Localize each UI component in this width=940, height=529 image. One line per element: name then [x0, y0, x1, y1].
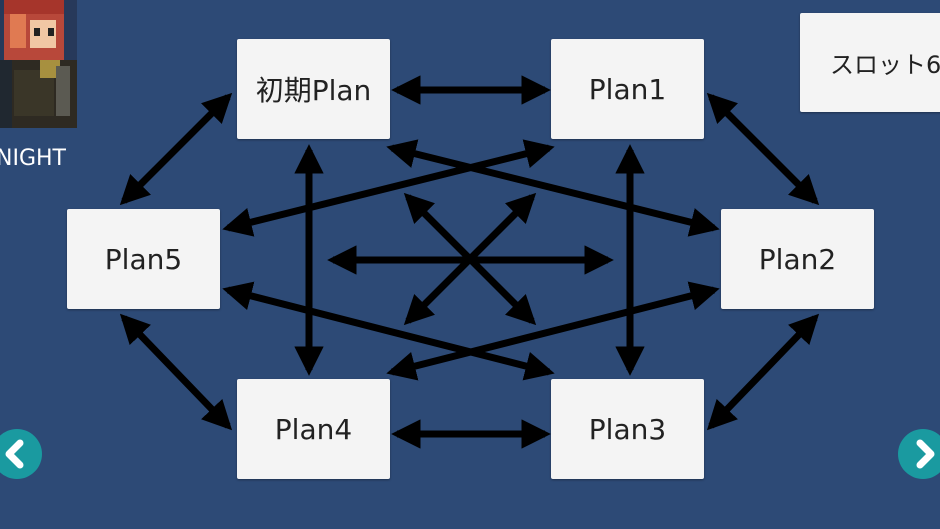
plan-node-plan3[interactable]: Plan3 [551, 379, 704, 479]
plan-node-plan4[interactable]: Plan4 [237, 379, 390, 479]
arrow-initial-plan5 [119, 92, 233, 206]
character-name: NIGHT [0, 146, 66, 171]
chevron-left-icon [5, 439, 24, 469]
arrow-plan1-plan5 [222, 139, 555, 237]
plan-node-plan5[interactable]: Plan5 [67, 209, 220, 309]
prev-button[interactable] [0, 429, 42, 479]
arrow-plan5-plan3 [222, 281, 555, 381]
arrow-plan5-plan4 [119, 313, 233, 431]
arrow-plan2-plan3 [706, 313, 820, 431]
chevron-right-icon [916, 439, 935, 469]
character-portrait-icon [0, 0, 77, 128]
plan-node-initial[interactable]: 初期Plan [237, 39, 390, 139]
arrow-initial-plan2 [386, 139, 720, 237]
arrow-center-diag-2 [403, 192, 537, 326]
slot-button[interactable]: スロット6 [800, 13, 940, 112]
arrow-plan1-plan2 [706, 92, 820, 206]
next-button[interactable] [898, 429, 940, 479]
plan-node-plan1[interactable]: Plan1 [551, 39, 704, 139]
plan-node-plan2[interactable]: Plan2 [721, 209, 874, 309]
arrow-plan2-plan4 [386, 281, 720, 381]
character-avatar[interactable] [0, 0, 77, 128]
